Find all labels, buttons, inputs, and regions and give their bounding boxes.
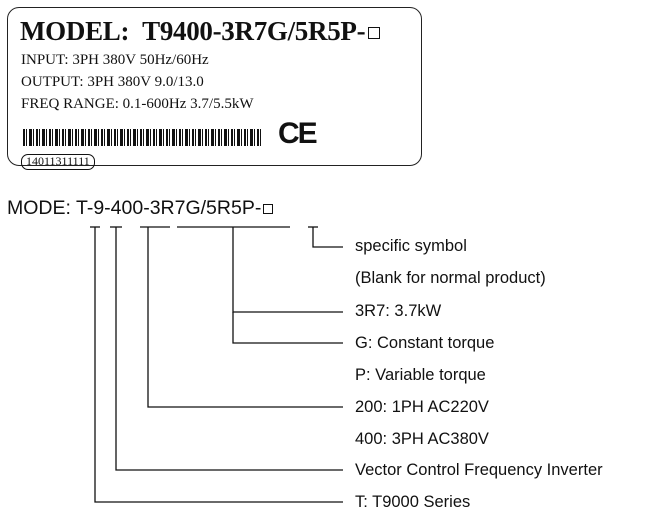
mode-code-value: T-9-400-3R7G/5R5P- — [76, 197, 262, 219]
nameplate: MODEL: T9400-3R7G/5R5P- INPUT: 3PH 380V … — [7, 7, 422, 170]
desc-series: T: T9000 Series — [355, 493, 471, 511]
desc-voltage-220: 200: 1PH AC220V — [355, 398, 489, 416]
leader-rating — [232, 227, 343, 313]
input-spec: INPUT: 3PH 380V 50Hz/60Hz — [21, 52, 209, 68]
desc-voltage-380: 400: 3PH AC380V — [355, 430, 489, 448]
ce-mark-icon: CE — [278, 117, 318, 150]
leader-series — [94, 227, 343, 503]
leader-specific-symbol — [312, 227, 343, 248]
leader-voltage — [147, 227, 343, 408]
desc-constant-torque: G: Constant torque — [355, 334, 495, 352]
desc-power-rating: 3R7: 3.7kW — [355, 302, 442, 320]
desc-inverter-type: Vector Control Frequency Inverter — [355, 461, 603, 479]
model-label: MODEL: — [20, 16, 130, 46]
specific-symbol-box-icon — [263, 204, 274, 214]
model-value: T9400-3R7G/5R5P- — [142, 16, 366, 46]
serial-number: 14011311111 — [21, 154, 95, 170]
specific-symbol-box-icon — [368, 27, 381, 39]
mode-label: MODE: — [7, 197, 71, 219]
leader-inverter — [115, 227, 343, 471]
freq-range-spec: FREQ RANGE: 0.1-600Hz 3.7/5.5kW — [21, 96, 254, 112]
output-spec: OUTPUT: 3PH 380V 9.0/13.0 — [21, 74, 204, 90]
desc-blank-normal: (Blank for normal product) — [355, 269, 546, 287]
desc-specific-symbol: specific symbol — [355, 237, 467, 255]
model-title: MODEL: T9400-3R7G/5R5P- — [20, 16, 381, 47]
leader-torque — [232, 312, 343, 344]
desc-variable-torque: P: Variable torque — [355, 366, 486, 384]
mode-code: MODE: T-9-400-3R7G/5R5P- — [7, 197, 274, 220]
barcode — [23, 129, 263, 146]
